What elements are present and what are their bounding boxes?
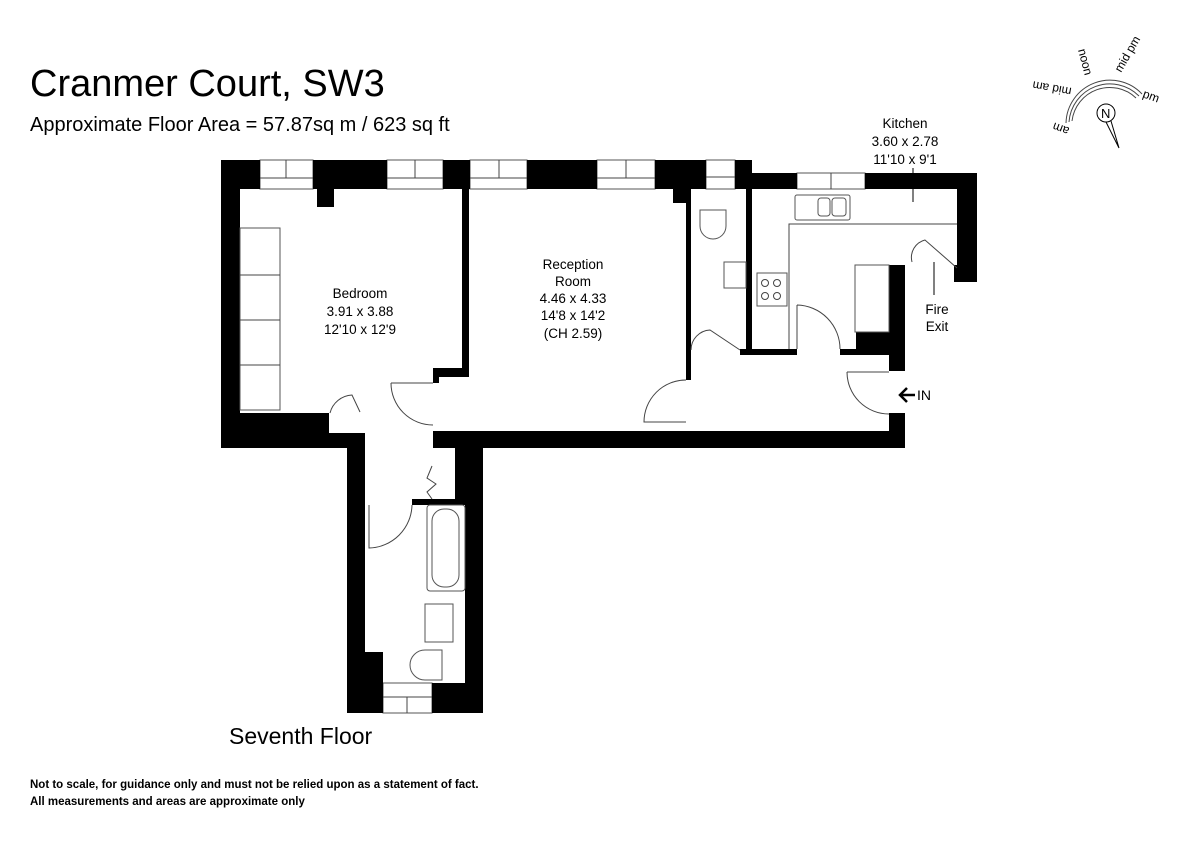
svg-text:3.60 x 2.78: 3.60 x 2.78: [872, 134, 939, 149]
svg-text:Bedroom: Bedroom: [333, 286, 388, 301]
bathroom-toilet: [409, 649, 443, 681]
property-title: Cranmer Court, SW3: [30, 63, 385, 105]
floor-area: Approximate Floor Area = 57.87sq m / 623…: [30, 114, 450, 136]
wc-basin: [723, 261, 747, 289]
bathroom-basin: [424, 603, 454, 643]
kitchen-label: Kitchen 3.60 x 2.78 11'10 x 9'1: [872, 116, 939, 202]
svg-text:11'10 x 9'1: 11'10 x 9'1: [873, 152, 936, 167]
svg-text:noon: noon: [1075, 47, 1095, 76]
svg-text:12'10 x 12'9: 12'10 x 12'9: [324, 322, 396, 337]
hob: [756, 272, 788, 307]
svg-text:Room: Room: [555, 274, 591, 289]
bedroom-label: Bedroom 3.91 x 3.88 12'10 x 12'9: [324, 286, 396, 337]
floor-label: Seventh Floor: [229, 723, 373, 749]
svg-text:pm: pm: [1141, 87, 1161, 106]
svg-text:N: N: [1101, 106, 1110, 121]
svg-text:Kitchen: Kitchen: [882, 116, 927, 131]
entrance-marker: IN: [898, 387, 931, 403]
svg-text:Exit: Exit: [926, 319, 949, 334]
disclaimer-line: All measurements and areas are approxima…: [30, 796, 305, 808]
arrow-left-icon: [898, 387, 915, 403]
doors: [329, 239, 958, 549]
svg-text:IN: IN: [917, 387, 931, 403]
svg-text:3.91 x 3.88: 3.91 x 3.88: [327, 304, 394, 319]
wardrobe: [239, 227, 281, 411]
fixtures: [239, 194, 957, 681]
disclaimer-line: Not to scale, for guidance only and must…: [30, 779, 479, 791]
walls: [221, 160, 977, 713]
compass: N am mid am noon mid pm pm: [1031, 33, 1161, 149]
svg-text:Reception: Reception: [543, 257, 604, 272]
wc-toilet: [699, 209, 727, 240]
svg-text:mid pm: mid pm: [1111, 33, 1143, 74]
fire-exit-marker: Fire Exit: [925, 262, 949, 334]
svg-text:am: am: [1051, 119, 1071, 138]
svg-text:Fire: Fire: [925, 302, 948, 317]
reception-label: Reception Room 4.46 x 4.33 14'8 x 14'2 (…: [540, 257, 607, 341]
svg-text:mid am: mid am: [1031, 78, 1072, 99]
disclaimer: Not to scale, for guidance only and must…: [30, 777, 479, 811]
windows: [259, 159, 866, 714]
svg-text:14'8 x 14'2: 14'8 x 14'2: [541, 308, 605, 323]
svg-text:4.46 x 4.33: 4.46 x 4.33: [540, 291, 607, 306]
svg-text:(CH 2.59): (CH 2.59): [544, 326, 603, 341]
kitchen-unit: [854, 264, 890, 333]
